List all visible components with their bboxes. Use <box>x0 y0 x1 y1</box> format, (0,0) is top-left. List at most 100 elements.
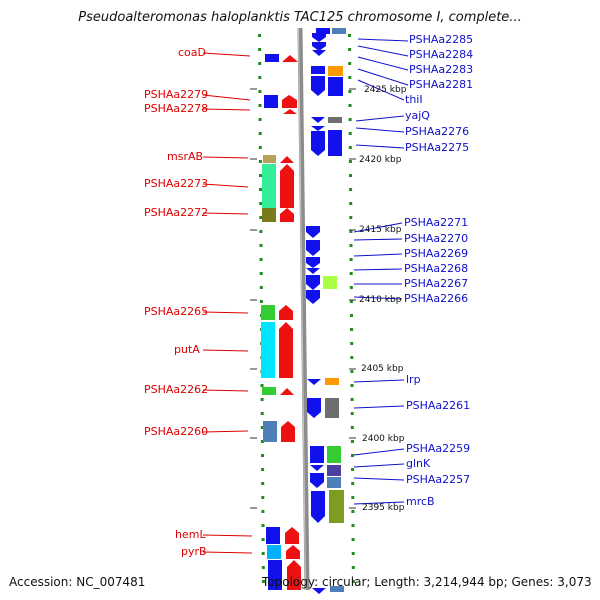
ruler-dot <box>349 174 352 177</box>
label-PSHAa2269[interactable]: PSHAa2269 <box>404 247 469 260</box>
label-PSHAa2261[interactable]: PSHAa2261 <box>406 399 471 412</box>
gene-PSHAa2269 <box>306 257 320 268</box>
ruler-dot <box>350 398 354 401</box>
label-lrp[interactable]: lrp <box>406 373 421 386</box>
ruler-dot <box>351 454 354 457</box>
ruler-dot <box>261 468 265 471</box>
scale-label-2405: 2405 kbp <box>361 364 404 374</box>
ruler-dot <box>349 300 353 303</box>
ruler-dot <box>258 62 262 65</box>
ruler-dot <box>260 384 264 387</box>
label-pyrB[interactable]: pyrB <box>181 545 207 558</box>
gene-pyrB <box>267 545 300 559</box>
label-coaD[interactable]: coaD <box>178 46 206 59</box>
ruler-dot <box>259 300 263 303</box>
label-PSHAa2276[interactable]: PSHAa2276 <box>405 125 470 138</box>
ruler-dot <box>260 440 264 443</box>
ruler-dot <box>261 552 265 555</box>
ruler-dot <box>348 48 352 51</box>
label-PSHAa2260[interactable]: PSHAa2260 <box>144 425 209 438</box>
ruler-dot <box>350 356 354 359</box>
ruler-dot <box>259 174 262 177</box>
label-PSHAa2278[interactable]: PSHAa2278 <box>144 102 209 115</box>
ruler-dot <box>349 272 353 275</box>
label-PSHAa2281[interactable]: PSHAa2281 <box>409 78 474 91</box>
label-PSHAa2273[interactable]: PSHAa2273 <box>144 177 209 190</box>
label-hemL[interactable]: hemL <box>175 528 206 541</box>
label-thiI[interactable]: thiI <box>405 93 423 106</box>
label-PSHAa2271[interactable]: PSHAa2271 <box>404 216 469 229</box>
label-PSHAa2266[interactable]: PSHAa2266 <box>404 292 469 305</box>
ruler-dot <box>349 286 353 289</box>
ruler-dot <box>349 244 353 247</box>
ruler-dot <box>349 216 353 219</box>
label-PSHAa2257[interactable]: PSHAa2257 <box>406 473 471 486</box>
label-msrAB[interactable]: msrAB <box>167 150 204 163</box>
ruler-dot <box>348 104 352 107</box>
ruler-dot <box>349 230 353 233</box>
ruler-dot <box>349 188 353 191</box>
label-PSHAa2270[interactable]: PSHAa2270 <box>404 232 469 245</box>
ruler-dot <box>348 34 351 37</box>
ruler-dot <box>258 90 262 93</box>
label-PSHAa2275[interactable]: PSHAa2275 <box>405 141 470 154</box>
gene-PSHAa2260 <box>263 421 295 442</box>
ruler-dot <box>261 538 265 541</box>
gene-coaD <box>265 54 298 62</box>
ruler-dot <box>350 426 354 429</box>
label-yajQ[interactable]: yajQ <box>405 109 430 122</box>
ruler-dot <box>351 496 355 499</box>
ruler-dot <box>260 412 264 415</box>
right-leader-lines <box>353 38 409 505</box>
gene-PSHAa2283 <box>312 50 326 56</box>
label-PSHAa2272[interactable]: PSHAa2272 <box>144 206 209 219</box>
ruler-dot <box>259 286 263 289</box>
ruler-dot <box>351 524 355 527</box>
ruler-dot <box>259 258 263 261</box>
gene-PSHAa2262 <box>262 387 294 395</box>
label-PSHAa2283[interactable]: PSHAa2283 <box>409 63 474 76</box>
ruler-dot <box>258 76 262 79</box>
gene-PSHAa2268 <box>306 268 320 274</box>
ruler-dot <box>259 188 263 191</box>
label-PSHAa2284[interactable]: PSHAa2284 <box>409 48 474 61</box>
label-PSHAa2267[interactable]: PSHAa2267 <box>404 277 469 290</box>
ruler-dot <box>350 370 354 373</box>
gene-PSHAa2259 <box>310 446 341 463</box>
ruler-dot <box>349 202 353 205</box>
gene-PSHAa2257 <box>310 473 341 488</box>
ruler-dot <box>260 398 264 401</box>
ruler-dot <box>351 482 355 485</box>
gene-PSHAa2276 <box>311 126 325 131</box>
ruler-dot <box>348 160 352 163</box>
ruler-dot <box>350 384 354 387</box>
ruler-dot <box>259 244 263 247</box>
ruler-dot <box>258 146 262 149</box>
label-PSHAa2285[interactable]: PSHAa2285 <box>409 33 474 46</box>
ruler-dot <box>261 510 265 513</box>
ruler-dot <box>351 580 355 583</box>
gene-PSHAa2273 <box>262 164 294 208</box>
ruler-dot <box>258 34 261 37</box>
label-PSHAa2259[interactable]: PSHAa2259 <box>406 442 471 455</box>
gene-PSHAa2281 <box>311 66 343 76</box>
label-PSHAa2262[interactable]: PSHAa2262 <box>144 383 209 396</box>
ruler-dot <box>348 90 352 93</box>
ruler-dot <box>258 160 262 163</box>
label-PSHAa2268[interactable]: PSHAa2268 <box>404 262 469 275</box>
label-putA[interactable]: putA <box>174 343 200 356</box>
scale-ticks <box>250 88 356 509</box>
gene-PSHAa2284 <box>312 42 326 51</box>
genome-backbone-highlight <box>298 27 306 591</box>
label-mrcB[interactable]: mrcB <box>406 495 435 508</box>
label-PSHAa2279[interactable]: PSHAa2279 <box>144 88 209 101</box>
ruler-dot <box>348 76 352 79</box>
label-PSHAa2265[interactable]: PSHAa2265 <box>144 305 209 318</box>
gene-PSHAa2270 <box>306 240 320 256</box>
ruler-dot <box>350 314 353 317</box>
left-leader-lines <box>202 52 253 554</box>
label-glnK[interactable]: glnK <box>406 457 431 470</box>
gene-PSHAa2279 <box>264 95 297 108</box>
